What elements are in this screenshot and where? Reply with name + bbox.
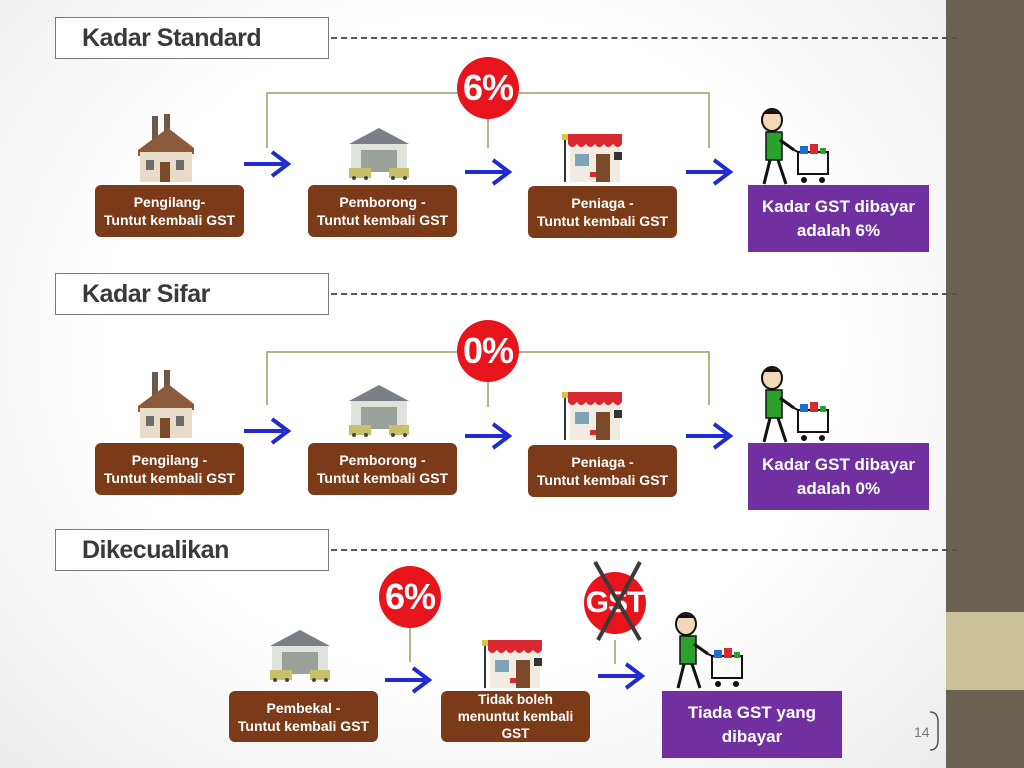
rate-circle: 6% [457,57,519,119]
flow-box-wholesaler: Pemborong - Tuntut kembali GST [308,443,457,495]
result-line: Tiada GST yang [687,702,817,722]
bracket-line [266,351,458,405]
flow-arrow [684,158,732,186]
bracket-line [518,351,710,405]
flow-box-line: menuntut kembali [457,709,574,724]
flow-box-line: GST [501,726,530,741]
result-box-standard: Kadar GST dibayar adalah 6% [748,185,929,252]
flow-box-wholesaler: Pemborong - Tuntut kembali GST [308,185,457,237]
flow-box-manufacturer: Pengilang - Tuntut kembali GST [95,443,244,495]
shop-icon [562,392,622,440]
dashed-divider [331,293,958,295]
shopper-cart-icon [761,108,829,185]
flow-box-retailer-exempt: Tidak boleh menuntut kembali GST [441,691,590,742]
flow-box-line: Pengilang - [131,452,208,468]
flow-arrow [242,417,290,445]
flow-box-line: Tuntut kembali GST [103,212,236,228]
flow-box-line: Tidak boleh [478,692,553,707]
no-gst-label: GST [585,586,646,619]
flow-box-line: Tuntut kembali GST [536,472,669,488]
shop-icon [562,134,622,182]
no-gst-circle: GST [584,572,646,634]
flow-box-line: Tuntut kembali GST [536,213,669,229]
sidebar-decoration-top [946,0,1024,612]
flow-box-manufacturer: Pengilang- Tuntut kembali GST [95,185,244,237]
flow-box-line: Tuntut kembali GST [316,470,449,486]
section-title-standard: Kadar Standard [55,17,329,59]
bracket-line [518,92,710,148]
result-box-zero: Kadar GST dibayar adalah 0% [748,443,929,510]
flow-box-retailer: Peniaga - Tuntut kembali GST [528,445,677,497]
connectors [242,92,939,751]
flow-box-retailer: Peniaga - Tuntut kembali GST [528,186,677,238]
flow-box-line: Peniaga - [571,195,634,211]
shopper-cart-icon [761,366,829,443]
dashed-divider [331,37,958,39]
sidebar-decoration-bottom [946,690,1024,768]
shop-icon [482,640,542,688]
section-title-zero: Kadar Sifar [55,273,329,315]
flow-box-line: Tuntut kembali GST [237,717,370,734]
flow-arrow [463,422,511,450]
result-line: Kadar GST dibayar [761,196,916,216]
result-line: adalah 0% [796,478,881,498]
flow-box-supplier: Pembekal - Tuntut kembali GST [229,691,378,742]
flow-box-line: Pembekal - [266,699,341,716]
warehouse-icon [349,128,409,180]
flow-box-line: Tuntut kembali GST [316,212,449,228]
warehouse-icon [349,385,409,437]
rate-circle: 0% [457,320,519,382]
flow-box-line: Pemborong - [339,194,426,210]
result-line: adalah 6% [796,220,881,240]
flow-box-line: Pemborong - [339,452,426,468]
bracket-line [266,92,458,148]
flow-box-line: Tuntut kembali GST [103,470,236,486]
factory-icon [138,114,194,182]
rate-circle: 6% [379,566,441,628]
flow-arrow [684,422,732,450]
flow-arrow [463,158,511,186]
sidebar-decoration-middle [946,612,1024,690]
result-line: Kadar GST dibayar [761,454,916,474]
result-line: dibayar [721,726,783,746]
warehouse-icon [270,630,330,682]
factory-icon [138,370,194,438]
section-title-exempt: Dikecualikan [55,529,329,571]
flow-arrow [242,150,290,178]
flow-box-line: Pengilang- [133,194,206,210]
flow-arrow [596,662,644,690]
dashed-divider [331,549,958,551]
result-box-exempt: Tiada GST yang dibayar [662,691,842,758]
shopper-cart-icon [675,612,743,689]
flow-arrow [383,666,431,694]
page-number: 14 [914,724,930,740]
flow-box-line: Peniaga - [571,454,634,470]
